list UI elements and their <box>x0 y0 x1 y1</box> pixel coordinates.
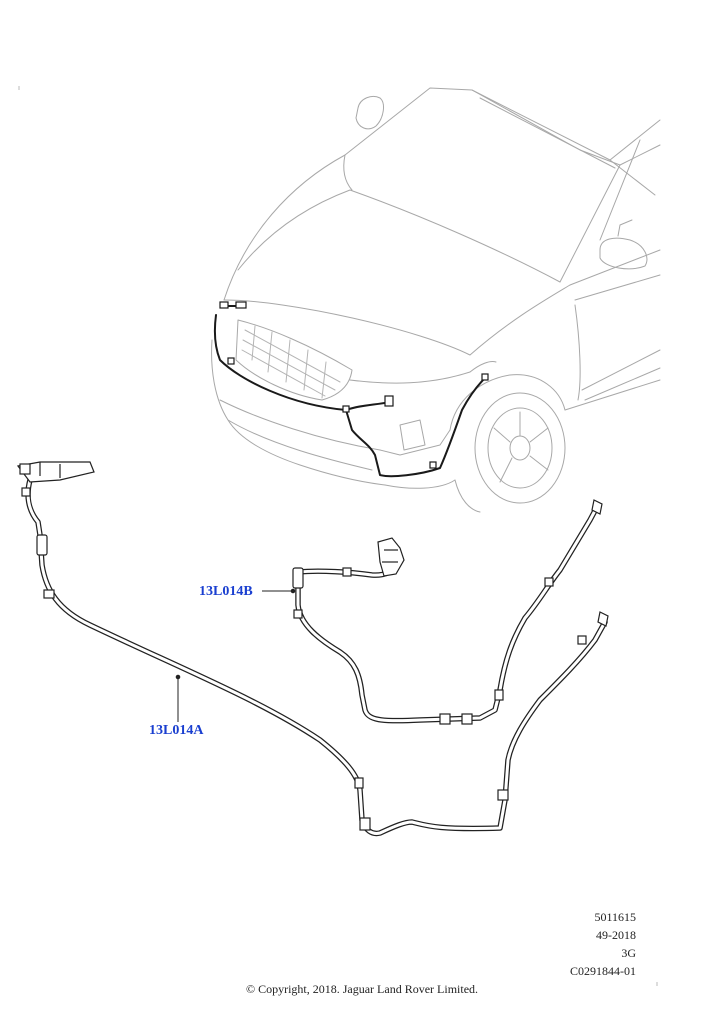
callout-13L014B[interactable]: 13L014B <box>199 584 253 599</box>
ref-code-line1: 5011615 <box>594 910 636 924</box>
reference-block: 5011615 49-2018 3G C0291844-01 <box>570 908 636 980</box>
copyright-notice: © Copyright, 2018. Jaguar Land Rover Lim… <box>245 982 479 996</box>
hose-13L014A <box>25 477 608 837</box>
vehicle-hose-clips <box>219 301 489 469</box>
washer-nozzle-a <box>16 461 95 497</box>
crop-marks <box>18 86 658 986</box>
hose-a-connectors <box>36 534 609 831</box>
ref-code-line2: 49-2018 <box>596 928 636 942</box>
ref-code-line4: C0291844-01 <box>570 964 636 978</box>
vehicle-hose-routing <box>213 305 486 478</box>
ref-code-line3: 3G <box>621 946 636 960</box>
vehicle-outline <box>211 87 661 513</box>
hose-b-connectors <box>292 499 603 725</box>
callout-13L014A[interactable]: 13L014A <box>149 723 204 738</box>
callout-leaders <box>175 588 296 722</box>
washer-nozzle-b <box>377 537 405 577</box>
